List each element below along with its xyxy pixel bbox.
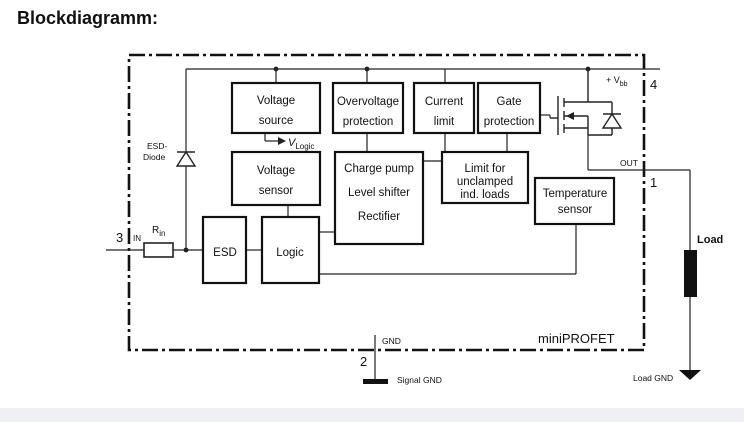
esd-diode-label-2: Diode [143, 152, 165, 162]
vlogic-arrow-icon [278, 137, 286, 145]
pin-in-number: 3 [116, 230, 123, 245]
overvoltage-label-2: protection [343, 116, 394, 128]
overvoltage-protection-box [331, 81, 405, 135]
voltage-sensor-box [230, 150, 322, 207]
logic-box [260, 215, 321, 285]
esd-diode-label-1: ESD- [147, 141, 167, 151]
vbb-sub: bb [620, 81, 628, 88]
gate-protection-box [476, 81, 542, 135]
page-title: Blockdiagramm: [17, 8, 159, 28]
charge-pump-label-2: Level shifter [348, 187, 410, 199]
limit-unclamped-label-2: unclamped [457, 176, 513, 188]
v-logic-label: VLogic [288, 137, 314, 151]
current-limit-label-1: Current [425, 96, 464, 108]
charge-pump-label-1: Charge pump [344, 163, 414, 175]
voltage-source-label-2: source [259, 115, 294, 127]
voltage-sensor-label-2: sensor [259, 185, 294, 197]
esd-box [201, 215, 248, 285]
device-name-label: miniPROFET [538, 331, 615, 346]
bottom-band [0, 408, 744, 422]
current-limit-box [412, 81, 476, 135]
vbb-label: + Vbb [606, 75, 628, 88]
voltage-source-label-1: Voltage [257, 95, 295, 107]
r-in-sub: in [159, 229, 165, 238]
pin-vbb-number: 4 [650, 77, 657, 92]
device-outline [127, 53, 646, 352]
limit-unclamped-box [440, 150, 530, 205]
load-gnd-label: Load GND [633, 373, 673, 383]
charge-pump-box [333, 150, 425, 246]
limit-unclamped-label-3: ind. loads [460, 189, 509, 201]
block-boxes [201, 81, 616, 285]
esd-diode-icon [175, 150, 197, 167]
mosfet-arrow-icon [566, 112, 574, 120]
mosfet-icon [550, 69, 623, 136]
v-logic-sub: Logic [295, 142, 314, 151]
gate-protection-label-2: protection [484, 116, 535, 128]
vbb-main: + V [606, 75, 620, 85]
v-logic-main: V [288, 137, 297, 149]
temperature-sensor-box [533, 176, 616, 226]
limit-unclamped-label-1: Limit for [465, 163, 506, 175]
current-limit-label-2: limit [434, 116, 455, 128]
out-label: OUT [620, 158, 638, 168]
load-ground-icon [679, 370, 701, 380]
r-in-label: Rin [152, 225, 165, 238]
logic-block-label: Logic [276, 247, 304, 259]
load-label: Load [697, 234, 723, 246]
charge-pump-label-3: Rectifier [358, 211, 400, 223]
gate-protection-label-1: Gate [497, 96, 522, 108]
temperature-sensor-label-2: sensor [558, 204, 593, 216]
internal-wiring [185, 68, 691, 380]
pin-out-number: 1 [650, 175, 657, 190]
input-junction-dot [183, 247, 189, 253]
temperature-sensor-label-1: Temperature [543, 188, 608, 200]
esd-block-label: ESD [213, 247, 237, 259]
input-resistor [143, 242, 174, 258]
pin-in-label: IN [133, 234, 141, 243]
load-resistor [684, 250, 697, 297]
voltage-sensor-label-1: Voltage [257, 165, 295, 177]
pin-gnd-number: 2 [360, 354, 367, 369]
gnd-label: GND [382, 336, 401, 346]
signal-gnd-label: Signal GND [397, 375, 442, 385]
voltage-source-box [230, 81, 322, 135]
rail-junction-dot [273, 66, 279, 72]
rail-junction-dot-2 [364, 66, 370, 72]
r-in-main: R [152, 225, 159, 236]
overvoltage-label-1: Overvoltage [337, 96, 399, 108]
signal-ground-icon [363, 379, 388, 384]
